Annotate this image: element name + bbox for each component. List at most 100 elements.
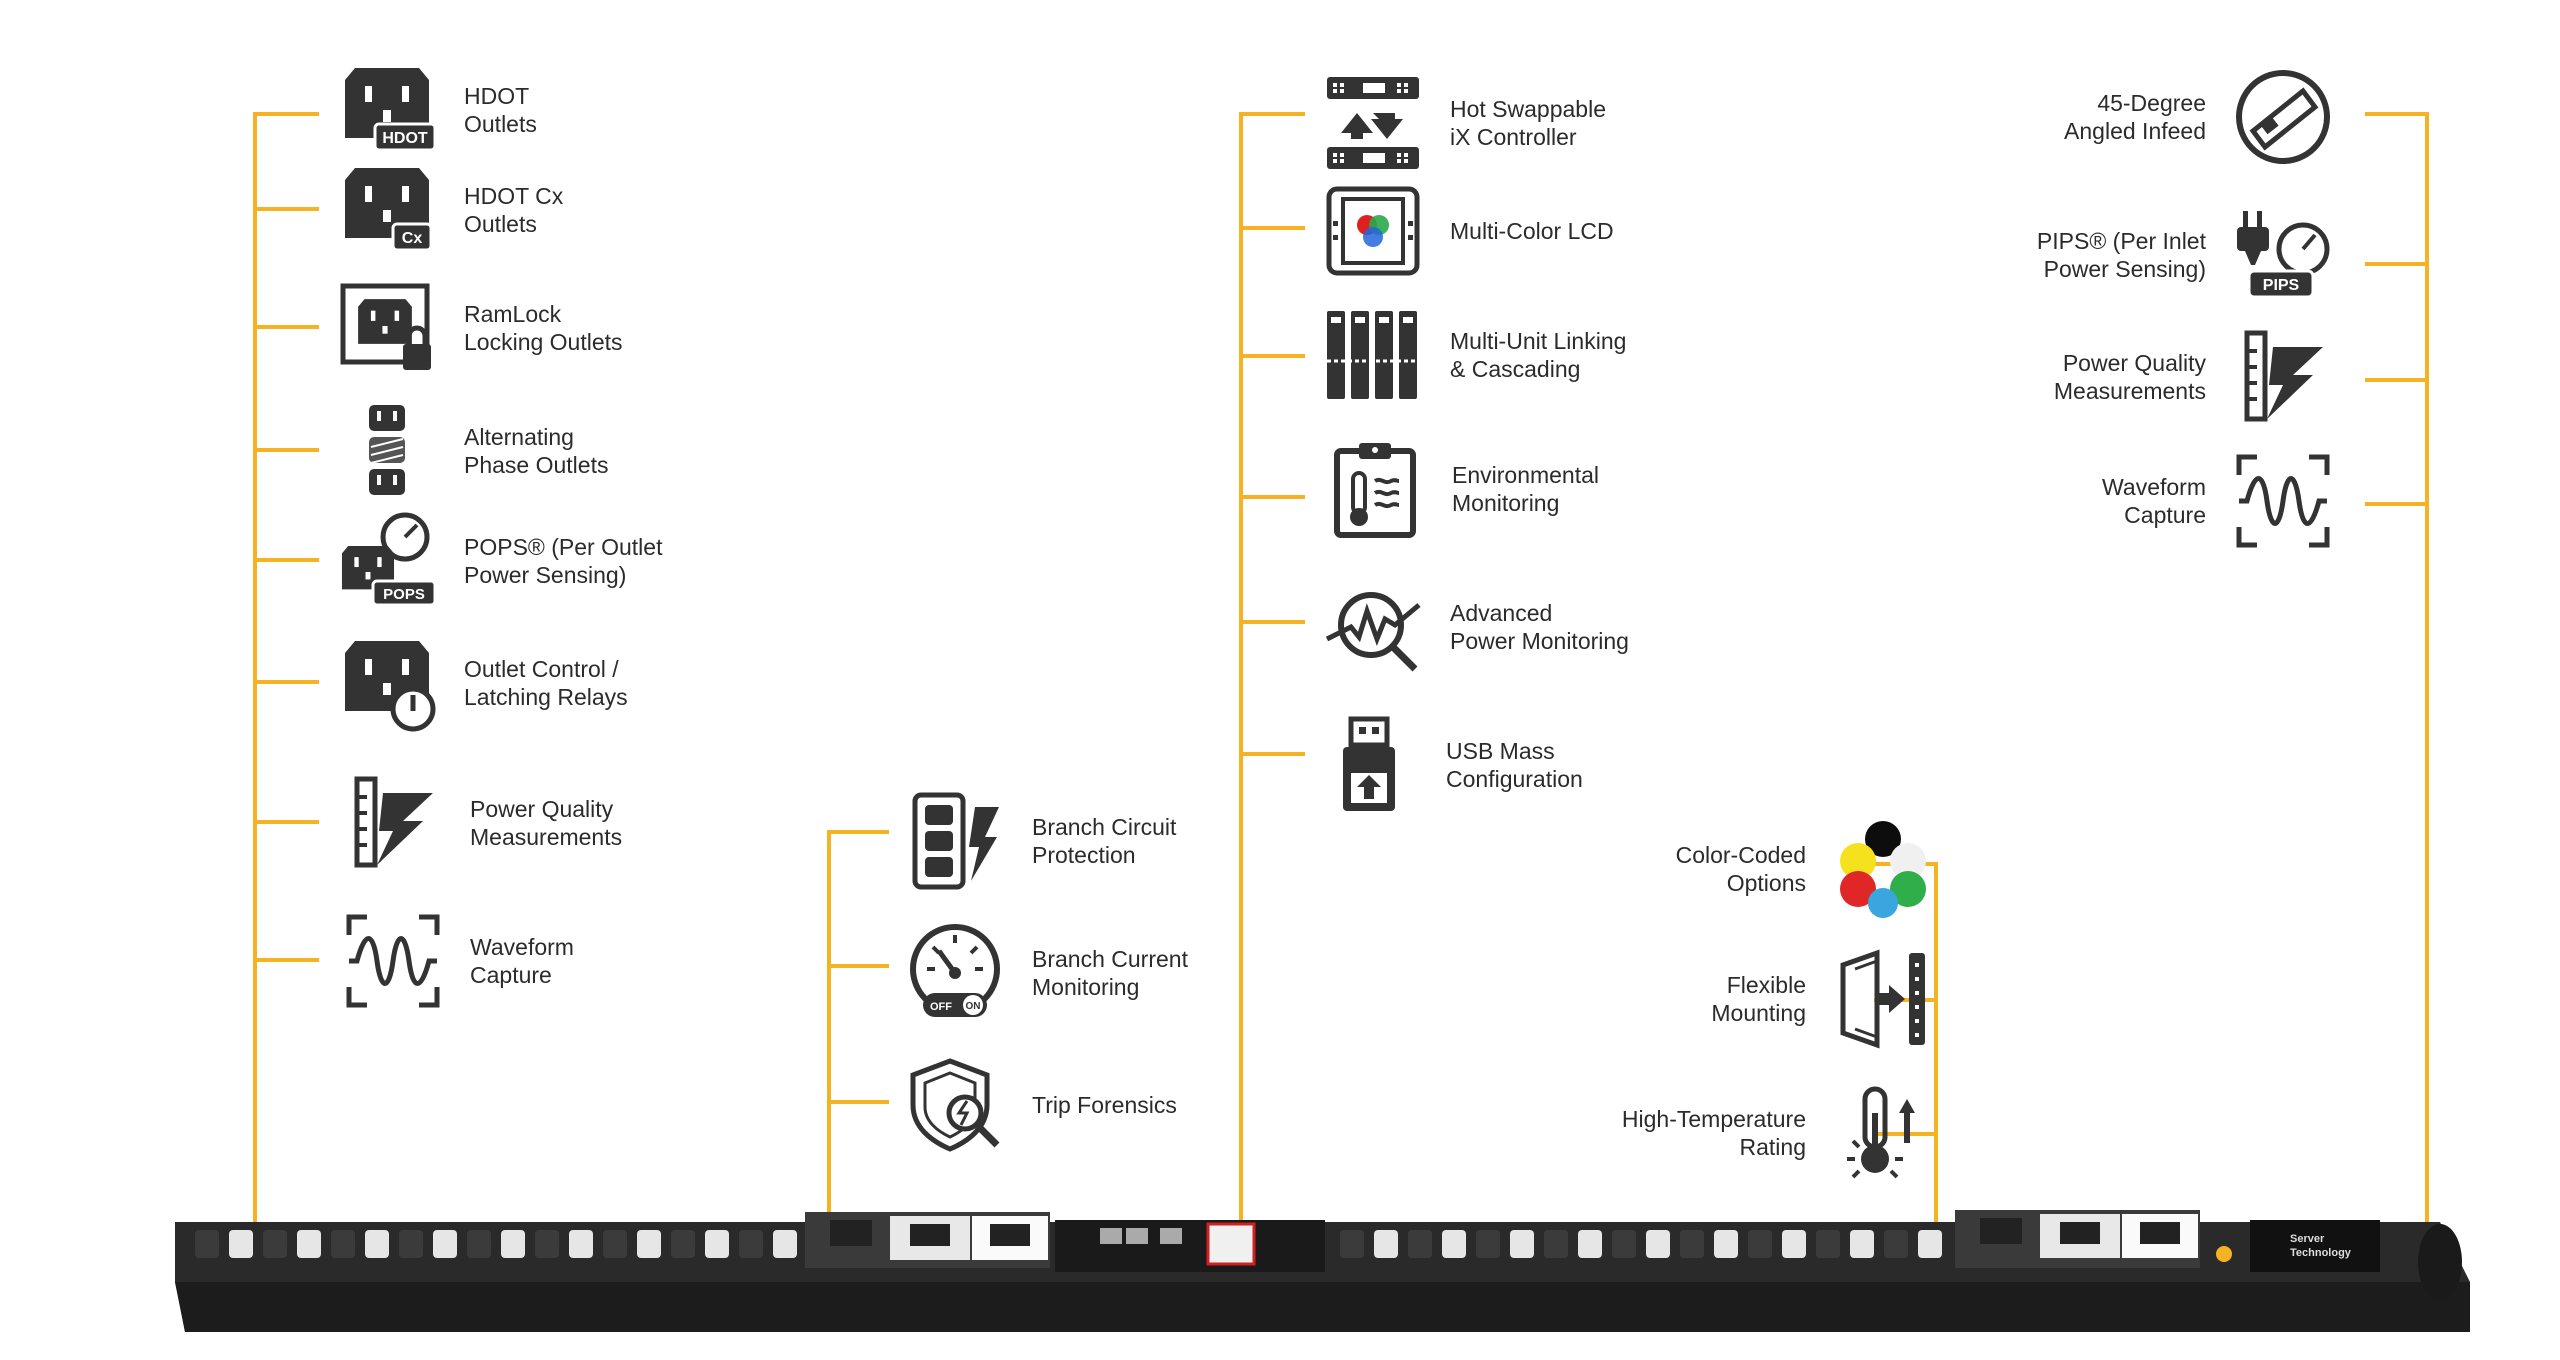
brand-plate: [2250, 1220, 2380, 1272]
connector-tick: [2365, 378, 2429, 382]
label-line2: Capture: [2124, 502, 2206, 528]
network-port: [1100, 1228, 1122, 1244]
branch-circuit-icon: [900, 786, 1010, 896]
pdu-outlet: [1918, 1230, 1942, 1258]
label-line2: Power Sensing): [464, 562, 627, 588]
connector-tick: [253, 820, 319, 824]
multi-color-lcd-icon: [1318, 176, 1428, 286]
pdu-outlet: [1646, 1230, 1670, 1258]
pdu-outlet: [297, 1230, 321, 1258]
environmental-monitoring-icon: [1320, 434, 1430, 544]
connector-tick: [2365, 112, 2429, 116]
label-line1: Environmental: [1452, 462, 1600, 488]
connector-tick: [1239, 112, 1305, 116]
pdu-outlet: [705, 1230, 729, 1258]
label-line1: 45-Degree: [2097, 90, 2206, 116]
pdu-lower-face: [175, 1282, 2470, 1332]
label-line1: Color-Coded: [1675, 842, 1806, 868]
advanced-power-icon: [1318, 572, 1428, 682]
color-options-icon: [1828, 814, 1938, 924]
breaker: [830, 1220, 872, 1246]
pdu-outlet: [1850, 1230, 1874, 1258]
pdu-outlet: [1714, 1230, 1738, 1258]
connector-line-branch: [827, 830, 831, 1222]
waveform-icon: [2228, 446, 2338, 556]
connector-tick: [1239, 752, 1305, 756]
label-line1: POPS® (Per Outlet: [464, 534, 663, 560]
brand-line1: Server: [2290, 1233, 2325, 1245]
pdu-outlet: [331, 1230, 355, 1258]
connector-line-left: [253, 112, 257, 1222]
connector-tick: [253, 680, 319, 684]
pdu-outlet: [535, 1230, 559, 1258]
connector-tick: [253, 558, 319, 562]
label-line1: Power Quality: [2062, 350, 2206, 376]
label-line2: & Cascading: [1450, 356, 1581, 382]
outlet-row-middle: [1340, 1230, 1942, 1258]
hdot-outlet-icon: HDOT: [332, 55, 442, 165]
pdu-outlet: [1884, 1230, 1908, 1258]
label-line2: Configuration: [1446, 766, 1583, 792]
pdu-outlet: [365, 1230, 389, 1258]
connector-tick: [827, 830, 889, 834]
label-line2: Measurements: [2053, 378, 2206, 404]
label-line2: Outlets: [464, 111, 537, 137]
label-line2: Rating: [1739, 1134, 1806, 1160]
pops-badge: POPS: [383, 586, 425, 603]
breaker: [2060, 1222, 2100, 1244]
pips-icon: PIPS: [2228, 200, 2338, 310]
label-line2: Monitoring: [1032, 974, 1140, 1000]
label-line1: Branch Current: [1032, 946, 1188, 972]
feature-multi-color-lcd: Multi-Color LCD: [1318, 176, 1732, 286]
pdu-outlet: [739, 1230, 763, 1258]
feature-label: Outlet Control /Latching Relays: [464, 655, 724, 711]
label-line2: Angled Infeed: [2064, 118, 2206, 144]
alternating-phase-icon: [332, 396, 442, 506]
power-quality-icon: [338, 768, 448, 878]
waveform-icon: [338, 906, 448, 1016]
label-line1: Multi-Unit Linking: [1450, 328, 1627, 354]
label-line2: Monitoring: [1452, 490, 1560, 516]
breaker: [2140, 1222, 2180, 1244]
label-line1: RamLock: [464, 301, 562, 327]
connector-tick: [253, 958, 319, 962]
lcd-screen: [1206, 1222, 1256, 1266]
outlet-row-left: [195, 1230, 797, 1258]
label-line2: Outlets: [464, 211, 537, 237]
pdu-outlet: [637, 1230, 661, 1258]
hdot-badge: HDOT: [382, 130, 428, 147]
connector-tick: [2365, 502, 2429, 506]
pdu-outlet: [569, 1230, 593, 1258]
pdu-outlet: [1782, 1230, 1806, 1258]
label-line2: Capture: [470, 962, 552, 988]
connector-tick: [1239, 354, 1305, 358]
label-line1: PIPS® (Per Inlet: [2036, 228, 2206, 254]
pdu-unit: Server Technology: [175, 1210, 2470, 1332]
pdu-outlet: [1442, 1230, 1466, 1258]
label-line1: Power Quality: [470, 796, 614, 822]
connector-tick: [253, 207, 319, 211]
feature-trip-forensics: Trip Forensics: [900, 1050, 1314, 1160]
feature-multi-unit-linking: Multi-Unit Linking& Cascading: [1318, 300, 1732, 410]
label-line2: Power Monitoring: [1450, 628, 1629, 654]
brand-line2: Technology: [2290, 1247, 2352, 1259]
label-line1: Branch Circuit: [1032, 814, 1177, 840]
pdu-outlet: [1340, 1230, 1364, 1258]
pdu-outlet: [1510, 1230, 1534, 1258]
high-temp-icon: [1828, 1078, 1938, 1188]
pdu-outlet: [263, 1230, 287, 1258]
